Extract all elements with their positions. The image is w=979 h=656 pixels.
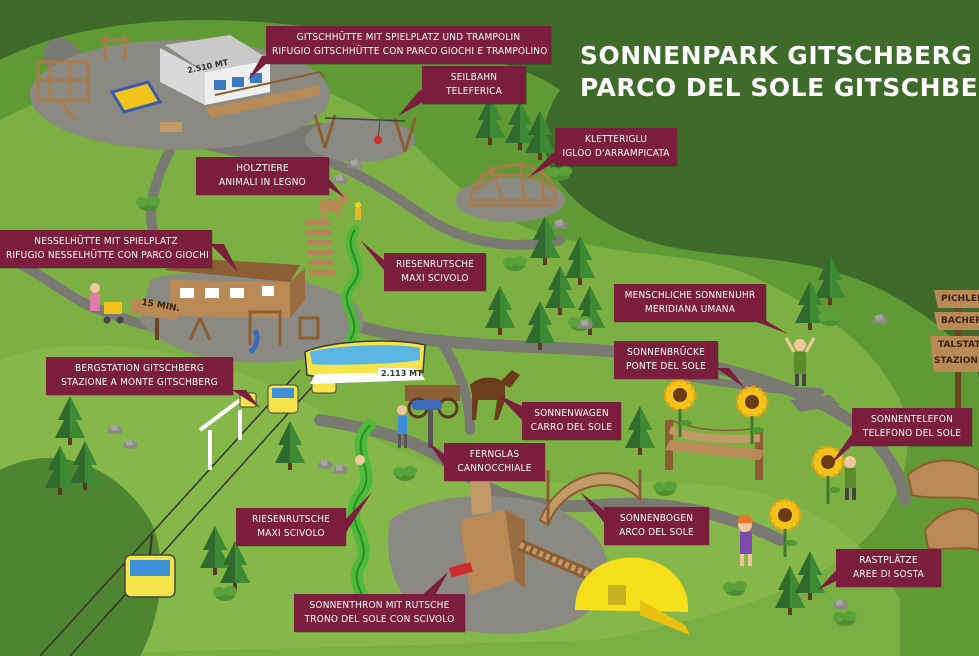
callout-kletteriglu-it: IGLOO D'ARRAMPICATA	[562, 148, 670, 159]
callout-riesenrutsche-1-de: RIESENRUTSCHE	[395, 259, 475, 270]
callout-sonnenthron-de: SONNENTHRON MIT RUTSCHE	[309, 600, 450, 611]
callout-nesselhuette[interactable]: NESSELHÜTTE MIT SPIELPLATZ RIFUGIO NESSE…	[0, 230, 212, 268]
callout-sonnenbruecke-it: PONTE DEL SOLE	[625, 361, 707, 372]
callout-kletteriglu-de: KLETTERIGLU	[584, 134, 648, 145]
callout-sonnenthron[interactable]: SONNENTHRON MIT RUTSCHE TRONO DEL SOLE C…	[294, 594, 465, 632]
callout-sonnentelefon[interactable]: SONNENTELEFON TELEFONO DEL SOLE	[852, 408, 972, 446]
signpost-talstation: TALSTATION	[938, 340, 979, 350]
callout-nesselhuette-de: NESSELHÜTTE MIT SPIELPLATZ	[34, 236, 178, 247]
map-title-line-2: PARCO DEL SOLE GITSCHBERG	[580, 73, 979, 102]
callout-bergstation-it: STAZIONE A MONTE GITSCHBERG	[61, 377, 218, 388]
map-title: SONNENPARK GITSCHBERG PARCO DEL SOLE GIT…	[580, 40, 979, 104]
callout-rastplaetze[interactable]: RASTPLÄTZE AREE DI SOSTA	[836, 549, 941, 587]
callout-fernglas-it: CANNOCCHIALE	[457, 463, 532, 474]
callout-seilbahn-de: SEILBAHN	[450, 72, 498, 83]
callout-rastplaetze-it: AREE DI SOSTA	[852, 569, 925, 580]
signpost-stazione-a-valle: STAZIONE A VALLE	[934, 356, 979, 366]
signpost-bacherhuette: BACHERHÜTTE	[941, 316, 979, 326]
callout-sonnenuhr[interactable]: MENSCHLICHE SONNENUHR MERIDIANA UMANA	[614, 284, 766, 322]
callout-sonnentelefon-it: TELEFONO DEL SOLE	[862, 428, 962, 439]
callout-kletteriglu[interactable]: KLETTERIGLU IGLOO D'ARRAMPICATA	[555, 128, 677, 166]
callout-sonnenwagen-it: CARRO DEL SOLE	[530, 422, 613, 433]
callout-riesenrutsche-2[interactable]: RIESENRUTSCHE MAXI SCIVOLO	[236, 508, 346, 546]
callout-sonnenbogen[interactable]: SONNENBOGEN ARCO DEL SOLE	[604, 507, 709, 545]
callout-bergstation-de: BERGSTATION GITSCHBERG	[74, 363, 205, 374]
callout-sonnenuhr-de: MENSCHLICHE SONNENUHR	[624, 290, 756, 301]
callout-fernglas-de: FERNGLAS	[469, 449, 520, 460]
callout-sonnenuhr-it: MERIDIANA UMANA	[644, 304, 736, 315]
callout-holztiere-de: HOLZTIERE	[236, 163, 289, 174]
callout-riesenrutsche-1-it: MAXI SCIVOLO	[401, 273, 469, 284]
callout-holztiere[interactable]: HOLZTIERE ANIMALI IN LEGNO	[196, 157, 329, 195]
callout-holztiere-it: ANIMALI IN LEGNO	[219, 177, 306, 188]
station-altitude-marker: 2.113 MT	[381, 369, 423, 378]
callout-riesenrutsche-2-de: RIESENRUTSCHE	[251, 514, 331, 525]
callout-nesselhuette-it: RIFUGIO NESSELHÜTTE CON PARCO GIOCHI	[6, 250, 209, 261]
callout-fernglas[interactable]: FERNGLAS CANNOCCHIALE	[444, 443, 545, 481]
callout-sonnenthron-it: TRONO DEL SOLE CON SCIVOLO	[304, 614, 455, 625]
callout-sonnenwagen[interactable]: SONNENWAGEN CARRO DEL SOLE	[522, 402, 621, 440]
callout-seilbahn-it: TELEFERICA	[445, 86, 503, 97]
map-title-line-1: SONNENPARK GITSCHBERG	[580, 41, 973, 70]
callout-riesenrutsche-1[interactable]: RIESENRUTSCHE MAXI SCIVOLO	[384, 253, 486, 291]
callout-sonnenbogen-it: ARCO DEL SOLE	[619, 527, 694, 538]
callout-sonnenbruecke[interactable]: SONNENBRÜCKE PONTE DEL SOLE	[614, 341, 718, 379]
callout-gitschhuette-it: RIFUGIO GITSCHHÜTTE CON PARCO GIOCHI E T…	[272, 46, 548, 57]
callout-sonnentelefon-de: SONNENTELEFON	[870, 414, 954, 425]
callout-gitschhuette-de: GITSCHHÜTTE MIT SPIELPLATZ UND TRAMPOLIN	[296, 32, 521, 43]
callout-bergstation[interactable]: BERGSTATION GITSCHBERG STAZIONE A MONTE …	[46, 357, 233, 395]
callout-sonnenwagen-de: SONNENWAGEN	[534, 408, 609, 419]
callout-gitschhuette[interactable]: GITSCHHÜTTE MIT SPIELPLATZ UND TRAMPOLIN…	[266, 26, 551, 64]
callout-rastplaetze-de: RASTPLÄTZE	[859, 555, 918, 566]
callout-riesenrutsche-2-it: MAXI SCIVOLO	[257, 528, 325, 539]
signpost-pichlerhuette: PICHLERHÜTTE	[941, 294, 979, 304]
callout-sonnenbruecke-de: SONNENBRÜCKE	[627, 347, 705, 358]
callout-seilbahn[interactable]: SEILBAHN TELEFERICA	[422, 66, 526, 104]
callout-sonnenbogen-de: SONNENBOGEN	[619, 513, 694, 524]
